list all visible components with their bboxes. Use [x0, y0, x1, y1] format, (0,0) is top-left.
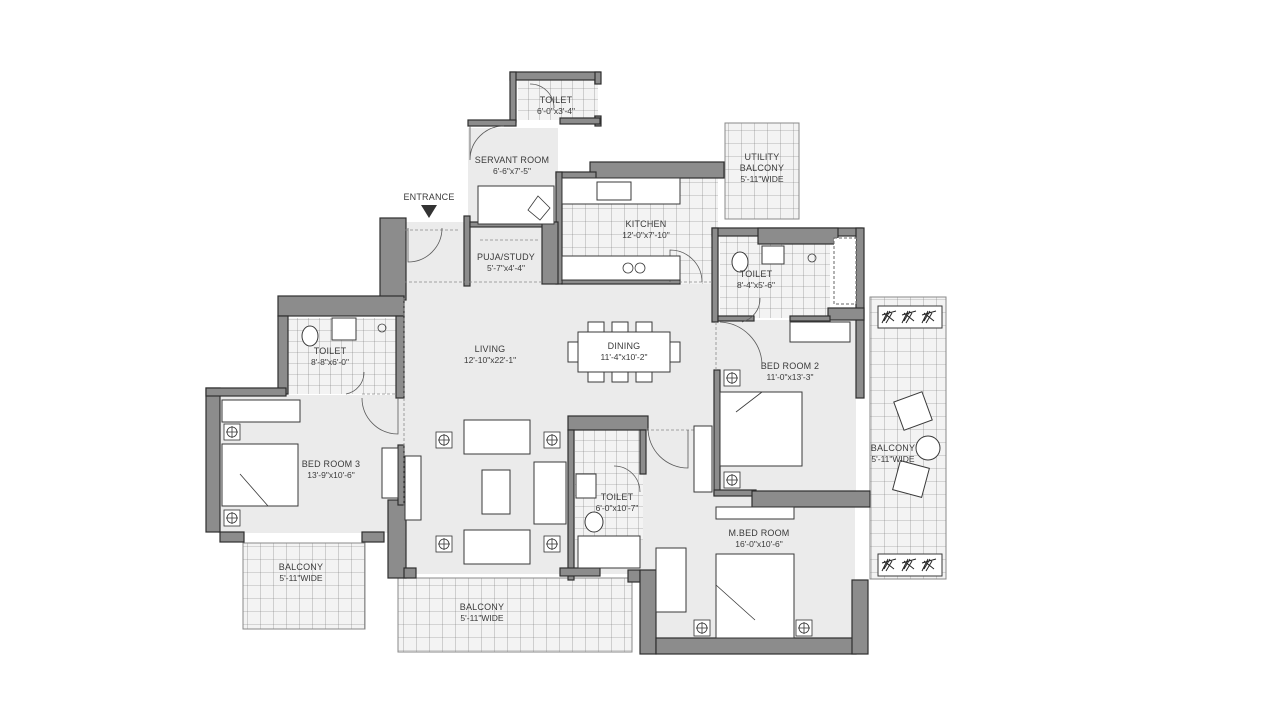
- room-size-kitchen: 12'-0"x7'-10": [622, 230, 670, 240]
- room-name-toilet-master: TOILET: [601, 492, 634, 502]
- room-size-utility-balcony: 5'-11"WIDE: [740, 174, 784, 184]
- room-name-kitchen: KITCHEN: [626, 219, 667, 229]
- room-size-balcony-living: 5'-11"WIDE: [460, 613, 504, 623]
- walls: [205, 71, 871, 655]
- room-size-balcony-bed3: 5'-11"WIDE: [279, 573, 323, 583]
- room-size-living: 12'-10"x22'-1": [464, 355, 516, 365]
- room-name-living: LIVING: [475, 344, 506, 354]
- room-size-toilet-bed3: 8'-8"x6'-0": [311, 357, 349, 367]
- room-size-balcony-right: 5'-11"WIDE: [871, 454, 915, 464]
- room-size-master-bedroom: 16'-0"x10'-6": [735, 539, 783, 549]
- room-size-toilet-servant: 6'-0"x3'-4": [537, 106, 575, 116]
- entrance-label: ENTRANCE: [403, 192, 454, 202]
- room-size-servant-room: 6'-6"x7'-5": [493, 166, 531, 176]
- room-name-balcony-bed3: BALCONY: [279, 562, 323, 572]
- room-size-puja-study: 5'-7"x4'-4": [487, 263, 525, 273]
- room-name-bedroom2: BED ROOM 2: [761, 361, 820, 371]
- room-name-master-bedroom: M.BED ROOM: [728, 528, 789, 538]
- room-size-bedroom3: 13'-9"x10'-6": [307, 470, 355, 480]
- room-name-toilet-bed3: TOILET: [314, 346, 347, 356]
- room-name-bedroom3: BED ROOM 3: [302, 459, 361, 469]
- room-name-dining: DINING: [608, 341, 641, 351]
- room-name-servant-room: SERVANT ROOM: [475, 155, 549, 165]
- room-name-utility-balcony: UTILITY: [745, 152, 780, 162]
- room-name2-utility-balcony: BALCONY: [740, 163, 784, 173]
- room-size-toilet-bed2: 8'-4"x5'-6": [737, 280, 775, 290]
- room-name-balcony-right: BALCONY: [871, 443, 915, 453]
- room-size-dining: 11'-4"x10'-2": [601, 352, 648, 362]
- entrance-arrow-icon: [421, 205, 437, 218]
- room-name-toilet-servant: TOILET: [540, 95, 573, 105]
- openings: [362, 229, 717, 568]
- room-name-balcony-living: BALCONY: [460, 602, 504, 612]
- room-size-toilet-master: 6'-0"x10'-7": [596, 503, 639, 513]
- doors: [345, 83, 763, 493]
- room-name-toilet-bed2: TOILET: [740, 269, 773, 279]
- room-labels: ENTRANCE TOILET 6'-0"x3'-4" SERVANT ROOM…: [279, 95, 915, 623]
- room-size-bedroom2: 11'-0"x13'-3": [767, 372, 814, 382]
- furniture: [221, 177, 943, 639]
- room-name-puja-study: PUJA/STUDY: [477, 252, 535, 262]
